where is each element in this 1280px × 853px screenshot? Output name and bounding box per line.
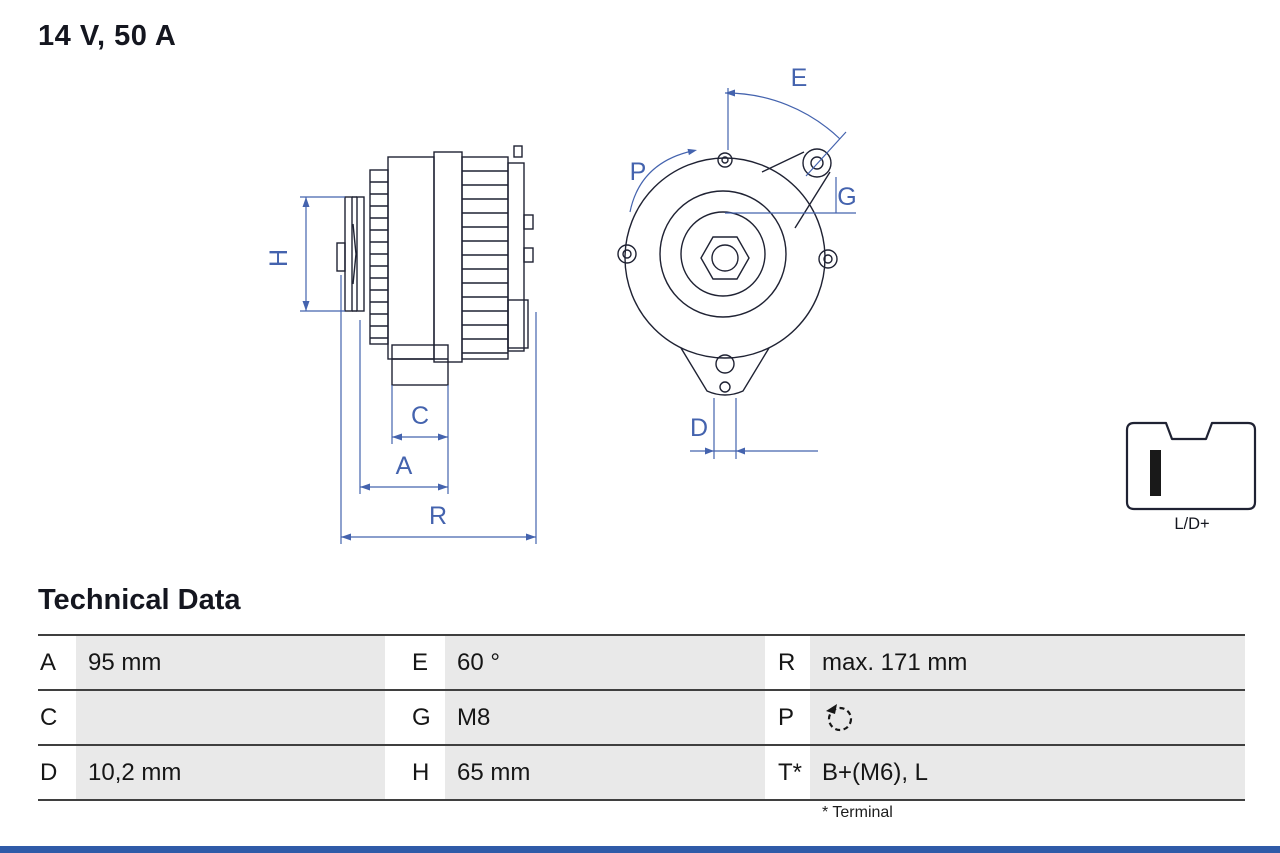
connector-plug-icon	[1125, 421, 1257, 511]
alternator-side-view	[336, 145, 534, 386]
spec-value-c	[76, 691, 385, 744]
spec-key-a: A	[38, 636, 76, 689]
spec-value-t: B+(M6), L	[810, 746, 1245, 799]
technical-data-title: Technical Data	[38, 584, 241, 616]
dimension-label-g: G	[837, 183, 856, 211]
dimension-label-a: A	[396, 452, 413, 480]
table-row: D 10,2 mm H 65 mm T* B+(M6), L	[38, 744, 1245, 799]
rotation-direction-icon	[826, 703, 853, 731]
connector-diagram: L/D+	[1122, 420, 1262, 534]
alternator-front-view	[617, 148, 838, 396]
dimension-label-r: R	[429, 502, 447, 530]
electrical-rating: 14 V, 50 A	[38, 20, 177, 52]
table-row: C G M8 P	[38, 689, 1245, 744]
spec-value-p	[810, 691, 1245, 744]
terminal-footnote: * Terminal	[822, 804, 893, 821]
dimension-h: H	[265, 196, 345, 312]
bottom-accent-bar	[0, 846, 1280, 853]
spec-value-g: M8	[445, 691, 765, 744]
spec-key-d: D	[38, 746, 76, 799]
dimension-label-c: C	[411, 402, 429, 430]
dimension-r: R	[340, 275, 537, 544]
dimension-g: G	[725, 177, 857, 214]
table-row: A 95 mm E 60 ° R max. 171 mm	[38, 634, 1245, 689]
technical-data-table: A 95 mm E 60 ° R max. 171 mm C G M8 P D …	[38, 634, 1245, 801]
spec-value-d: 10,2 mm	[76, 746, 385, 799]
spec-key-r: R	[765, 636, 810, 689]
spec-value-h: 65 mm	[445, 746, 765, 799]
spec-key-e: E	[385, 636, 445, 689]
spec-value-a: 95 mm	[76, 636, 385, 689]
alternator-technical-drawing: H C A R	[265, 64, 857, 544]
dimension-label-h: H	[265, 249, 293, 267]
rotation-direction-arrow: P	[629, 148, 697, 213]
dimension-a: A	[359, 320, 449, 494]
dimension-d: D	[690, 398, 818, 459]
spec-value-r: max. 171 mm	[810, 636, 1245, 689]
spec-key-t: T*	[765, 746, 810, 799]
dimension-label-d: D	[690, 414, 708, 442]
dimension-label-e: E	[791, 64, 808, 92]
connector-terminal-label: L/D+	[1174, 515, 1210, 533]
dimension-label-p: P	[630, 158, 647, 186]
spec-key-p: P	[765, 691, 810, 744]
spec-key-g: G	[385, 691, 445, 744]
dimension-e: E	[724, 64, 847, 177]
spec-key-h: H	[385, 746, 445, 799]
spec-value-e: 60 °	[445, 636, 765, 689]
spec-key-c: C	[38, 691, 76, 744]
dimension-c: C	[391, 385, 449, 444]
connector-terminal-pin	[1150, 450, 1161, 496]
